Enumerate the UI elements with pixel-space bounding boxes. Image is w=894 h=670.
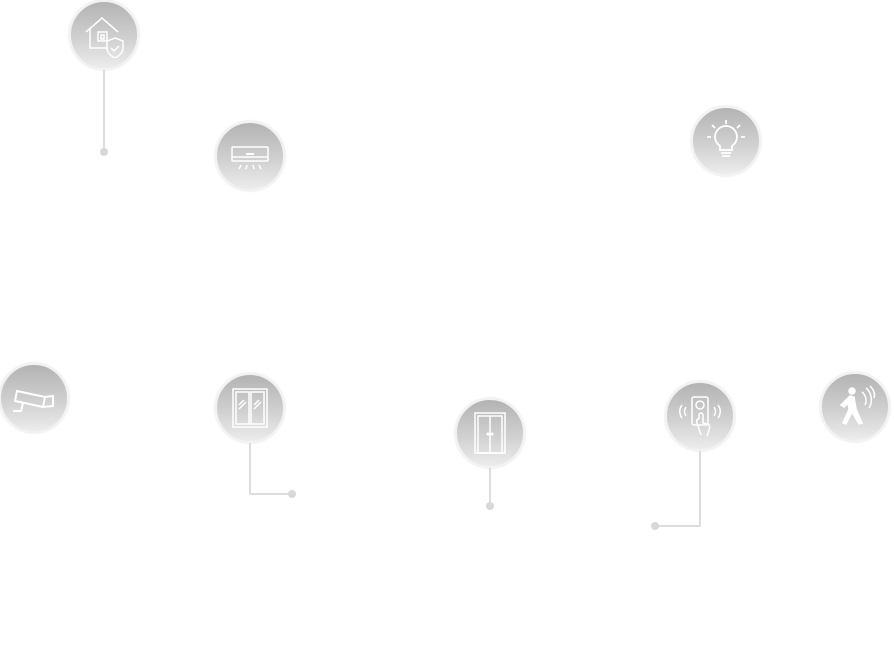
motion-sensor-node [820,372,890,442]
connector-doorbell [655,450,701,527]
doorbell-icon [679,396,721,437]
security-camera-icon [13,389,54,412]
connector-dot [486,502,494,510]
security-camera-node [0,363,69,433]
light-bulb-icon [707,120,745,157]
door-icon [474,412,506,454]
air-conditioner-node [215,121,285,191]
window-icon [232,388,268,428]
connector-dot [100,148,108,156]
doorbell-node [665,381,735,451]
air-conditioner-icon [231,146,269,170]
home-security-icon [85,17,124,58]
door-node [455,398,525,468]
home-security-node [69,0,139,70]
motion-sensor-icon [839,385,876,425]
window-node [215,373,285,443]
connector-dot [651,522,659,530]
connector-window [249,442,292,495]
connector-dot [288,490,296,498]
light-bulb-node [691,106,761,176]
